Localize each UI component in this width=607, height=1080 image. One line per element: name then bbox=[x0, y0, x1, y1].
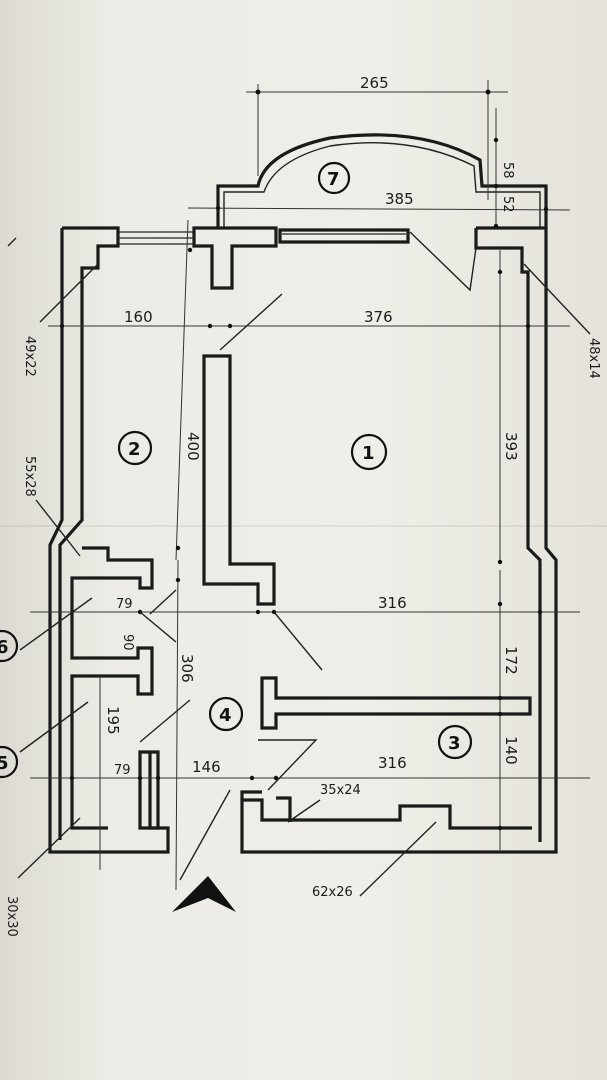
room-3-circle bbox=[437, 724, 473, 760]
dim-bath-depth: 90 bbox=[120, 634, 135, 651]
dim-corridor-width: 316 bbox=[378, 594, 407, 612]
room-1-label: 1 bbox=[362, 443, 375, 464]
room-7-label: 7 bbox=[327, 169, 340, 190]
opening-inner: 35x24 bbox=[320, 783, 361, 798]
dim-bath-width: 79 bbox=[116, 597, 133, 612]
inner-walls bbox=[70, 354, 532, 830]
dim-balcony-depth-b: 52 bbox=[500, 196, 515, 213]
dimension-labels: 265 58 52 385 160 376 400 393 316 79 90 … bbox=[104, 74, 520, 778]
room-5-circle bbox=[0, 745, 19, 779]
dim-balcony-width: 265 bbox=[360, 74, 389, 92]
dim-hall-width: 146 bbox=[192, 758, 221, 776]
room-6-label: 6 bbox=[0, 637, 9, 658]
room-4-label: 4 bbox=[219, 705, 232, 726]
room-7-circle bbox=[317, 161, 351, 195]
dim-wc-width: 79 bbox=[114, 763, 131, 778]
opening-labels: 49x22 48x14 55x28 30x30 62x26 35x24 bbox=[4, 336, 601, 937]
opening-right-top: 48x14 bbox=[586, 338, 601, 379]
dim-corridor-depth: 172 bbox=[502, 646, 520, 675]
room-5-label: 5 bbox=[0, 753, 9, 774]
dim-room1-length: 393 bbox=[502, 432, 520, 461]
dim-room2-width: 160 bbox=[124, 308, 153, 326]
dim-room1-width: 376 bbox=[364, 308, 393, 326]
north-arrow-icon bbox=[172, 876, 236, 912]
dim-balcony-depth-a: 58 bbox=[500, 162, 515, 179]
dim-room3-depth: 140 bbox=[502, 736, 520, 765]
opening-bottom-mid: 62x26 bbox=[312, 885, 353, 900]
room-3-label: 3 bbox=[448, 733, 461, 754]
room-2-circle bbox=[117, 430, 153, 466]
balcony bbox=[216, 133, 548, 228]
dim-hall-depth: 306 bbox=[178, 654, 196, 683]
dim-wc-depth: 195 bbox=[104, 706, 122, 735]
dimension-lines bbox=[7, 80, 591, 897]
opening-bottom-left: 30x30 bbox=[4, 896, 19, 937]
room-1-circle bbox=[350, 433, 388, 471]
room-labels: 7 1 2 3 4 5 6 bbox=[0, 161, 473, 779]
opening-left-mid: 55x28 bbox=[22, 456, 37, 497]
room-4-circle bbox=[208, 696, 244, 732]
opening-left-top: 49x22 bbox=[22, 336, 37, 377]
room-6-circle bbox=[0, 629, 19, 663]
room-2-label: 2 bbox=[128, 439, 141, 460]
dim-room3-width: 316 bbox=[378, 754, 407, 772]
paper-fold bbox=[0, 525, 607, 527]
dim-balcony-length: 385 bbox=[385, 190, 414, 208]
dim-room2-length: 400 bbox=[184, 432, 202, 461]
